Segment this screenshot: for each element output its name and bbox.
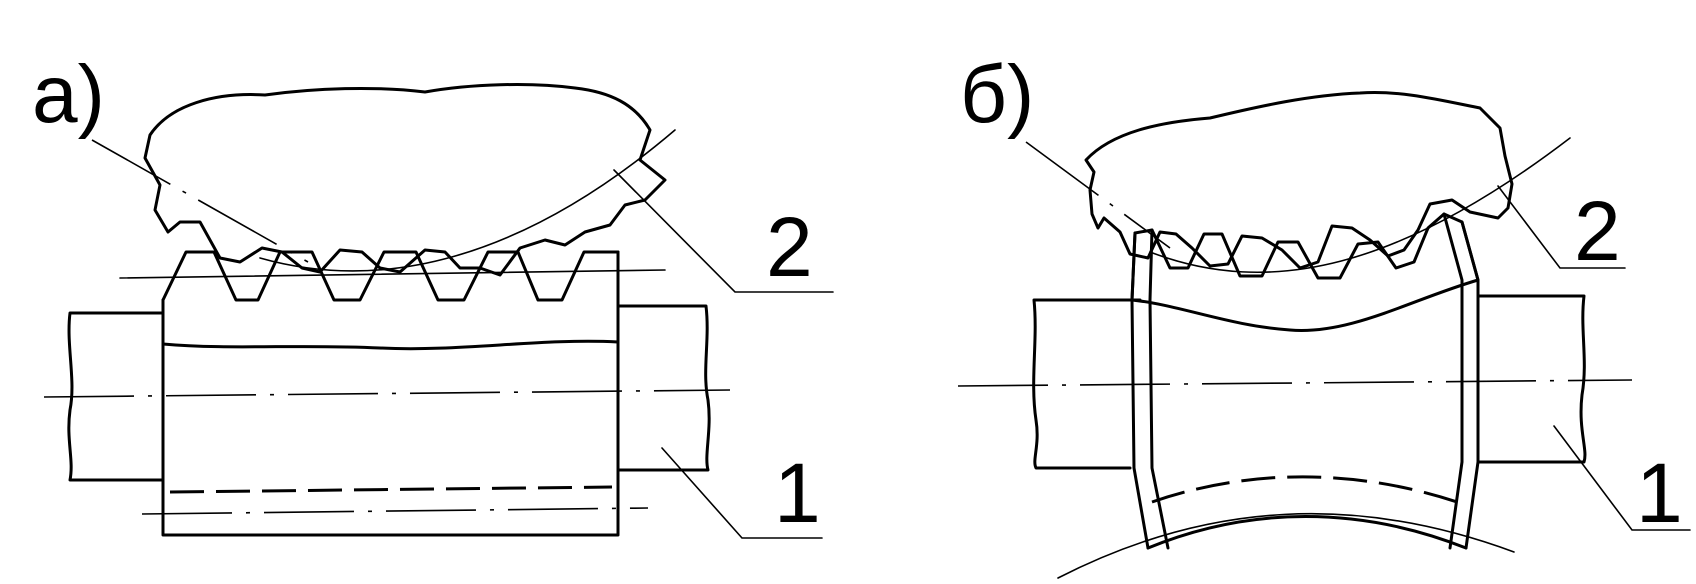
globoid-throat-line xyxy=(1057,512,1515,579)
globoid-root-hidden-line xyxy=(1151,475,1467,507)
globoid-left-flank xyxy=(1130,228,1170,550)
panel-a-label: а) xyxy=(32,49,105,140)
worm-shaft-right xyxy=(616,304,711,472)
worm-body xyxy=(161,250,620,537)
worm-root-hidden-line xyxy=(169,485,613,494)
leader-b-part-2 xyxy=(1497,185,1626,269)
callout-b-part-2: 2 xyxy=(1574,184,1621,278)
globoid-worm xyxy=(957,212,1633,579)
worm-pitch-line xyxy=(119,269,666,279)
globoid-concave-bottom xyxy=(1146,515,1468,550)
globoid-axis-line xyxy=(957,379,1633,387)
worm-wheel-pitch-line xyxy=(91,139,309,263)
worm-bottom-centerline xyxy=(141,507,649,515)
globoid-thread-profile xyxy=(1130,212,1480,332)
callout-a-part-1: 1 xyxy=(774,446,821,540)
callout-a-part-2: 2 xyxy=(766,200,813,294)
panel-b-label: б) xyxy=(960,49,1034,140)
worm-wheel-section xyxy=(91,83,676,277)
worm-wheel-pitch-arc xyxy=(259,129,676,272)
worm-wheel-rim xyxy=(143,83,667,277)
worm-shaft-left xyxy=(67,311,164,482)
leader-a-part-2 xyxy=(613,169,834,293)
globoid-wheel-rim xyxy=(1084,91,1514,270)
cylindrical-worm xyxy=(43,250,731,537)
panel-a: а) 2 1 xyxy=(32,49,834,540)
leader-a-part-1 xyxy=(661,447,823,539)
worm-thread-profile xyxy=(161,250,620,351)
globoid-wheel-pitch-arc xyxy=(1149,137,1571,273)
leader-b-part-1 xyxy=(1553,425,1691,531)
panel-b: б) 2 1 xyxy=(957,49,1691,579)
globoid-wheel-pitch-line xyxy=(1025,141,1171,249)
globoid-wheel-section xyxy=(1025,91,1571,273)
worm-axis-line xyxy=(43,389,731,398)
globoid-shaft-right xyxy=(1476,294,1587,464)
callout-b-part-1: 1 xyxy=(1636,446,1683,540)
globoid-shaft-left xyxy=(1032,298,1142,470)
